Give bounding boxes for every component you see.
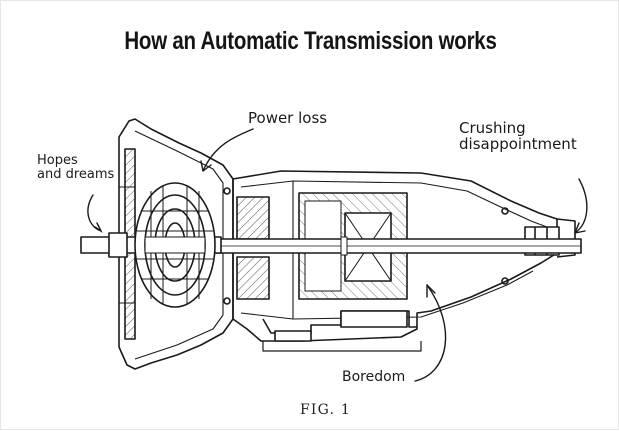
tail-housing — [556, 218, 576, 258]
annotation-crushing-disappointment: Crushing disappointment — [459, 119, 577, 153]
power-loss-arrow — [202, 128, 254, 172]
annotation-boredom: Boredom — [342, 369, 406, 385]
pump-block-upper — [236, 196, 270, 240]
crushing-arrow — [574, 178, 588, 234]
pump-block-lower — [236, 256, 270, 300]
annotation-hopes-and-dreams: Hopes and dreams — [37, 153, 115, 182]
figure-label: FIG. 1 — [300, 402, 351, 418]
boredom-arrow — [414, 284, 447, 382]
diagram-title: How an Automatic Transmission works — [124, 27, 497, 55]
torque-converter — [134, 182, 216, 308]
annotation-power-loss: Power loss — [248, 109, 328, 127]
main-case — [232, 170, 558, 342]
